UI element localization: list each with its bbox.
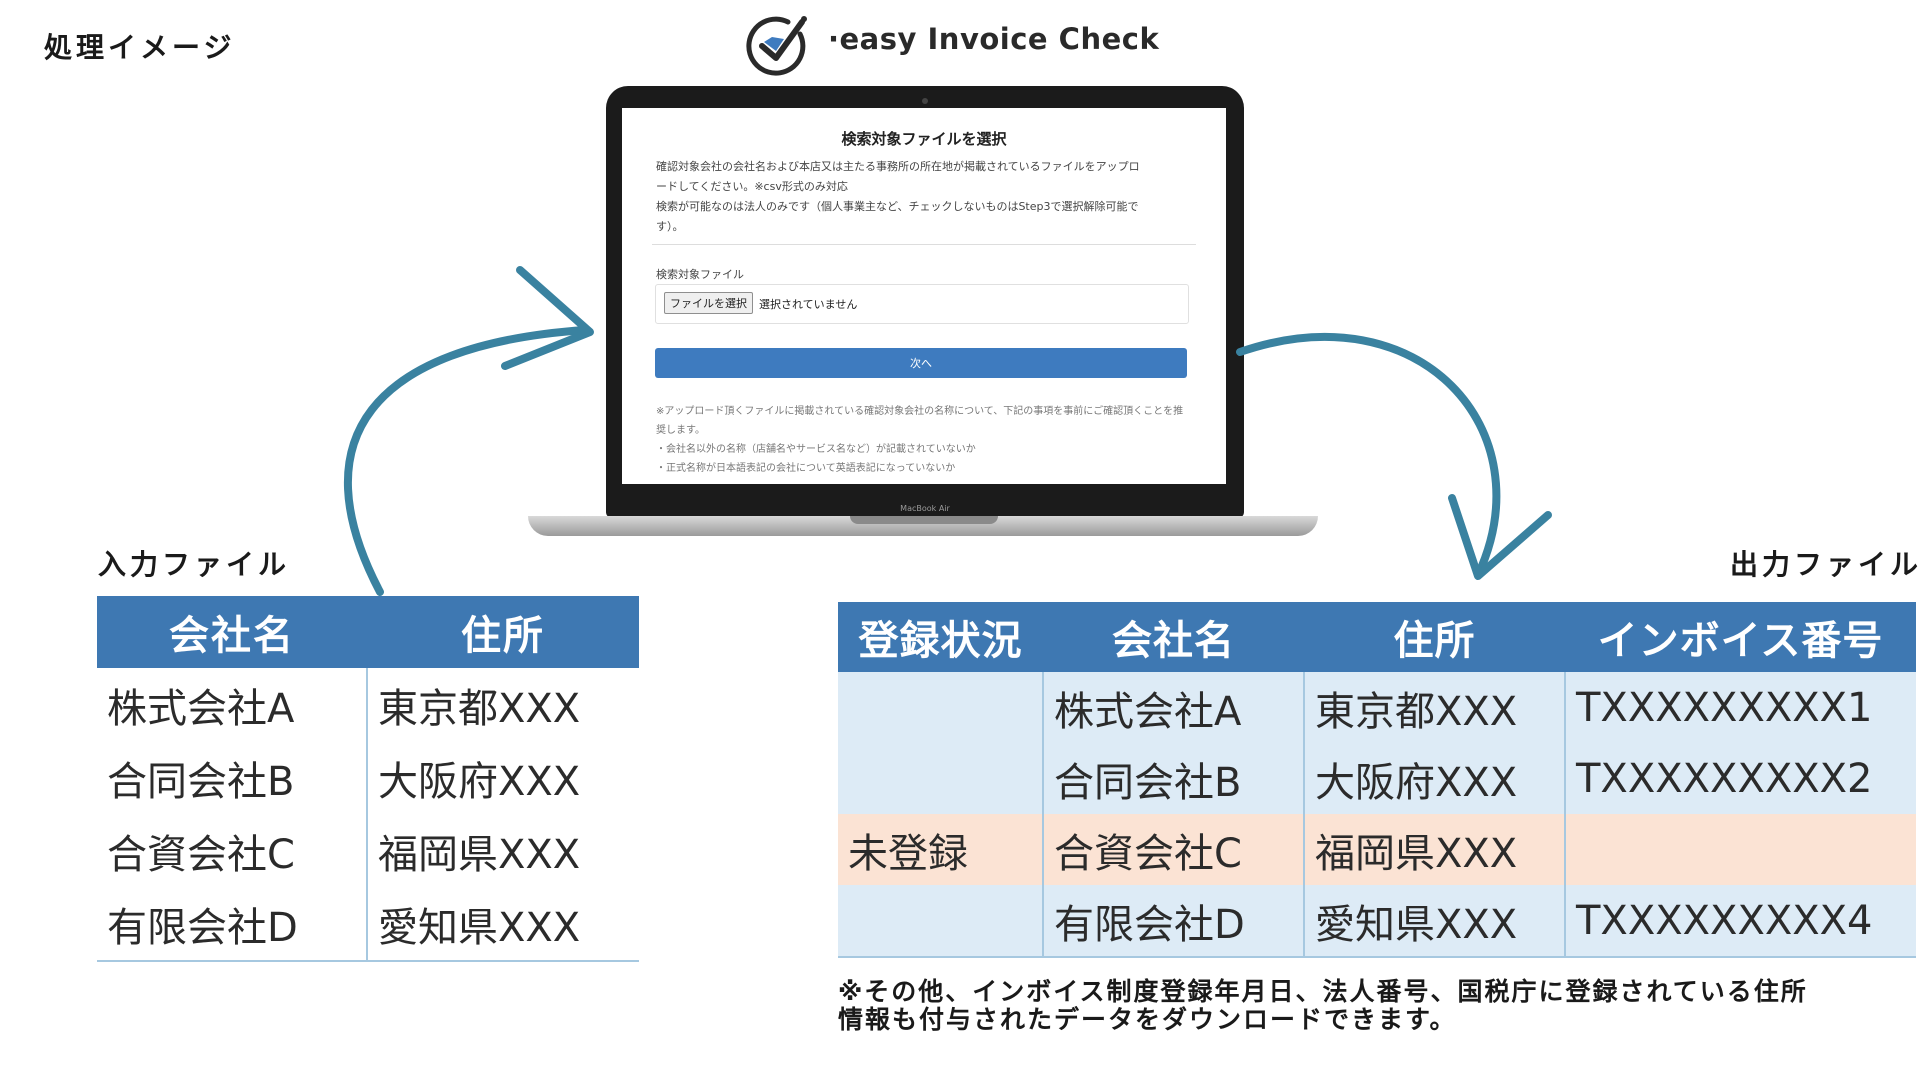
input-file-title: 入力ファイル — [98, 548, 291, 581]
address-cell: 福岡県XXX — [378, 831, 581, 878]
invoice-number-cell: TXXXXXXXXX2 — [1564, 743, 1916, 814]
footnote-line: 情報も付与されたデータをダウンロードできます。 — [838, 1005, 1457, 1034]
column-header: 登録状況 — [838, 602, 1043, 672]
input-file-table: 会社名 住所 株式会社A 東京都XXX 合同会社B 大阪府XXX 合資会社C 福… — [97, 596, 639, 962]
status-cell — [838, 885, 1043, 958]
next-button[interactable]: 次へ — [655, 348, 1187, 378]
table-row: 株式会社A 東京都XXX TXXXXXXXXX1 — [838, 672, 1916, 743]
table-row: 株式会社A 東京都XXX — [97, 668, 639, 741]
column-header: 住所 — [1304, 602, 1565, 672]
status-cell: 未登録 — [838, 814, 1043, 885]
address-cell: 東京都XXX — [378, 685, 581, 732]
invoice-number-cell: TXXXXXXXXX4 — [1564, 885, 1916, 958]
column-header: インボイス番号 — [1565, 602, 1916, 672]
company-cell: 合同会社B — [97, 741, 368, 814]
table-header-row: 会社名 住所 — [97, 596, 639, 668]
choose-file-button[interactable]: ファイルを選択 — [664, 292, 753, 314]
file-field-label: 検索対象ファイル — [656, 268, 744, 281]
invoice-number-cell — [1564, 814, 1916, 885]
arrow-app-to-output — [1236, 332, 1501, 579]
arrow-input-to-app — [343, 326, 589, 596]
file-input-box[interactable]: ファイルを選択 選択されていません — [655, 284, 1189, 324]
table-row: 有限会社D 愛知県XXX TXXXXXXXXX4 — [838, 885, 1916, 958]
file-status: 選択されていません — [759, 298, 858, 311]
screen-heading: 検索対象ファイルを選択 — [841, 130, 1007, 148]
company-cell: 合資会社C — [97, 814, 368, 887]
arrow-input-to-app-head — [501, 266, 594, 370]
address-cell: 愛知県XXX — [367, 887, 639, 962]
table-row: 合同会社B 大阪府XXX TXXXXXXXXX2 — [838, 743, 1916, 814]
logo-text: ·easy Invoice Check — [828, 22, 1160, 56]
laptop-brand: MacBook Air — [900, 504, 950, 513]
note-line: ・会社名以外の名称（店舗名やサービス名など）が記載されていないか — [656, 444, 976, 455]
camera-icon — [922, 98, 928, 104]
address-cell: 福岡県XXX — [1303, 814, 1565, 885]
laptop-screen: 検索対象ファイルを選択 確認対象会社の会社名および本店又は主たる事務所の所在地が… — [622, 108, 1226, 484]
table-row: 合同会社B 大阪府XXX — [97, 741, 639, 814]
note-line: ※アップロード頂くファイルに掲載されている確認対象会社の名称について、下記の事項… — [656, 406, 1184, 417]
description-line: 検索が可能なのは法人のみです（個人事業主など、チェックしないものはStep3で選… — [656, 200, 1139, 213]
footnote: ※その他、インボイス制度登録年月日、法人番号、国税庁に登録されている住所 情報も… — [838, 978, 1918, 1034]
company-cell: 株式会社A — [97, 668, 368, 741]
company-cell: 有限会社D — [97, 887, 368, 962]
check-circle-logo-icon — [746, 16, 807, 76]
description-line: 確認対象会社の会社名および本店又は主たる事務所の所在地が掲載されているファイルを… — [656, 160, 1140, 173]
company-cell: 有限会社D — [1042, 885, 1304, 958]
address-cell: 愛知県XXX — [1303, 885, 1565, 958]
company-cell: 合資会社C — [1042, 814, 1304, 885]
address-cell: 大阪府XXX — [1303, 743, 1565, 814]
description-line: ードしてください。※csv形式のみ対応 — [656, 180, 848, 193]
laptop-notch — [850, 516, 998, 524]
table-header-row: 登録状況 会社名 住所 インボイス番号 — [838, 602, 1916, 672]
footnote-line: ※その他、インボイス制度登録年月日、法人番号、国税庁に登録されている住所 — [838, 977, 1808, 1006]
arrow-app-to-output-head — [1448, 494, 1552, 580]
output-file-title: 出力ファイル — [1730, 548, 1920, 581]
output-file-table: 登録状況 会社名 住所 インボイス番号 株式会社A 東京都XXX TXXXXXX… — [838, 602, 1916, 958]
table-row: 合資会社C 福岡県XXX — [97, 814, 639, 887]
note-line: 奨します。 — [656, 425, 705, 436]
note-line: ・正式名称が日本語表記の会社について英語表記になっていないか — [656, 463, 956, 474]
invoice-number-cell: TXXXXXXXXX1 — [1564, 672, 1916, 743]
address-cell: 東京都XXX — [1303, 672, 1565, 743]
column-header: 住所 — [367, 596, 639, 668]
divider — [652, 244, 1196, 245]
status-cell — [838, 743, 1043, 814]
page-title: 処理イメージ — [44, 31, 236, 64]
table-row-unregistered: 未登録 合資会社C 福岡県XXX — [838, 814, 1916, 885]
column-header: 会社名 — [97, 596, 367, 668]
status-cell — [838, 672, 1043, 743]
table-row: 有限会社D 愛知県XXX — [97, 887, 639, 962]
laptop-base — [528, 516, 1318, 536]
address-cell: 大阪府XXX — [378, 758, 581, 805]
company-cell: 株式会社A — [1042, 672, 1304, 743]
company-cell: 合同会社B — [1042, 743, 1304, 814]
column-header: 会社名 — [1043, 602, 1304, 672]
description-line: す）。 — [656, 220, 684, 233]
